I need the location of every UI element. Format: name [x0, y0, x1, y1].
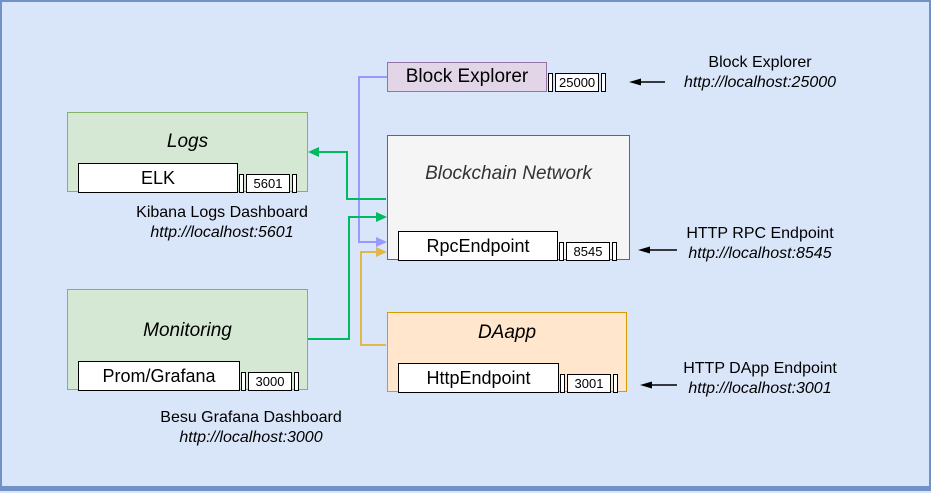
- annotation-block-explorer-line1: Block Explorer: [708, 54, 812, 71]
- node-elk: ELK 5601: [78, 163, 297, 193]
- port-elk: 5601: [239, 174, 297, 193]
- caption-kibana-line1: Kibana Logs Dashboard: [136, 204, 308, 221]
- port-bar-right: [294, 372, 299, 391]
- connector-blockchain-to-logs: [315, 151, 386, 200]
- connector-daapp-to-rpc-arrowhead: [376, 247, 387, 257]
- annotation-dapp-endpoint-line1: HTTP DApp Endpoint: [683, 360, 837, 377]
- port-number: 5601: [246, 174, 290, 193]
- port-block-explorer: 25000: [548, 73, 607, 92]
- port-http-endpoint: 3001: [560, 374, 618, 393]
- port-bar-right: [601, 73, 607, 92]
- connector-blockchain-to-logs-arrowhead: [308, 147, 319, 157]
- port-number: 8545: [566, 242, 610, 261]
- annotation-dapp-endpoint: HTTP DApp Endpoint http://localhost:3001: [640, 359, 880, 399]
- node-blockchain-network: Blockchain Network RpcEndpoint 8545: [387, 135, 630, 261]
- connector-explorer-to-rpc: [358, 76, 387, 243]
- caption-besu: Besu Grafana Dashboard http://localhost:…: [131, 408, 371, 448]
- caption-besu-url: http://localhost:3000: [179, 429, 323, 446]
- node-prom-grafana-label: Prom/Grafana: [102, 365, 216, 386]
- node-monitoring-title: Monitoring: [143, 320, 232, 341]
- caption-besu-line1: Besu Grafana Dashboard: [160, 409, 342, 426]
- node-elk-label: ELK: [140, 167, 176, 188]
- annotation-block-explorer: Block Explorer http://localhost:25000: [640, 53, 880, 93]
- connector-explorer-to-rpc-arrowhead: [376, 237, 387, 247]
- node-logs: Logs ELK 5601: [67, 112, 308, 193]
- port-prom-grafana: 3000: [241, 372, 299, 391]
- port-bar-left: [239, 174, 244, 193]
- annotation-dapp-endpoint-url: http://localhost:3001: [688, 380, 832, 397]
- port-number: 3001: [567, 374, 611, 393]
- port-number: 3000: [248, 372, 292, 391]
- node-prom-grafana: Prom/Grafana 3000: [78, 361, 299, 391]
- node-monitoring: Monitoring Prom/Grafana 3000: [67, 289, 308, 391]
- port-number: 25000: [555, 73, 600, 92]
- port-bar-left: [241, 372, 246, 391]
- annotation-rpc-endpoint-line1: HTTP RPC Endpoint: [686, 225, 834, 242]
- node-block-explorer: Block Explorer 25000: [387, 62, 607, 92]
- port-bar-left: [559, 242, 564, 261]
- node-daapp-title: DAapp: [477, 322, 537, 343]
- node-rpc-endpoint-label: RpcEndpoint: [426, 235, 530, 256]
- connector-monitoring-to-blockchain-arrowhead: [376, 212, 387, 222]
- node-block-explorer-label: Block Explorer: [405, 66, 529, 87]
- node-blockchain-title: Blockchain Network: [425, 163, 592, 184]
- port-rpc-endpoint: 8545: [559, 242, 617, 261]
- annotation-rpc-endpoint: HTTP RPC Endpoint http://localhost:8545: [640, 224, 880, 264]
- annotation-block-explorer-url: http://localhost:25000: [683, 74, 837, 91]
- annotation-rpc-endpoint-url: http://localhost:8545: [688, 245, 832, 262]
- node-daapp: DAapp HttpEndpoint 3001: [387, 312, 627, 393]
- port-bar-left: [560, 374, 565, 393]
- caption-kibana: Kibana Logs Dashboard http://localhost:5…: [102, 203, 342, 243]
- node-http-endpoint-label: HttpEndpoint: [426, 367, 531, 388]
- node-http-endpoint: HttpEndpoint 3001: [398, 363, 618, 393]
- connector-daapp-to-rpc: [360, 251, 386, 346]
- node-rpc-endpoint: RpcEndpoint 8545: [398, 231, 617, 261]
- port-bar-right: [612, 242, 617, 261]
- caption-kibana-url: http://localhost:5601: [150, 224, 294, 241]
- port-bar-right: [613, 374, 618, 393]
- port-bar-left: [548, 73, 553, 92]
- node-logs-title: Logs: [166, 131, 209, 152]
- port-bar-right: [292, 174, 297, 193]
